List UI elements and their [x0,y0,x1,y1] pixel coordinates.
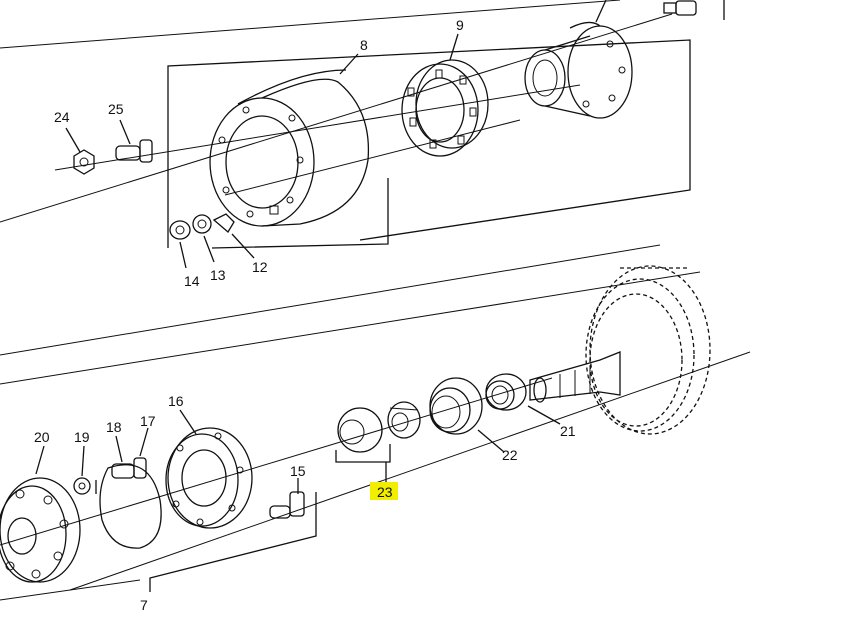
callout-9: 9 [456,17,464,33]
callout-24: 24 [54,109,70,125]
callout-17: 17 [140,413,156,429]
washer-19 [73,477,91,495]
callout-22: 22 [502,447,518,463]
lower-axis-lines [0,244,751,601]
callout-20: 20 [34,429,50,445]
callout-8: 8 [360,37,368,53]
callout-12: 12 [252,259,268,275]
washer-14 [169,220,191,240]
top-right-bolt [663,0,697,16]
callout-21: 21 [560,423,576,439]
wheel-hub [524,21,633,119]
nut-24 [73,149,95,175]
axle-spindle [529,265,711,435]
group-23-bracket [335,444,391,463]
callout-13: 13 [210,267,226,283]
brake-drum [209,69,370,227]
clip-12 [212,213,235,233]
lower-leader-lines [35,405,561,494]
upper-leader-lines [65,0,607,269]
callout-14: 14 [184,273,200,289]
small-parts-bracket [211,178,389,249]
stud-25 [115,139,153,163]
callout-16: 16 [168,393,184,409]
upper-group-bracket [167,39,691,241]
bearing-cone-23 [337,401,421,453]
washer-13 [192,214,212,234]
bracket-7 [149,492,317,592]
callout-23-highlight [370,482,398,500]
gasket-ring [99,457,162,549]
callout-25: 25 [108,101,124,117]
callout-7: 7 [140,597,148,613]
callout-15: 15 [290,463,306,479]
callout-18: 18 [106,419,122,435]
plate-16 [165,427,253,529]
bolt-15 [269,491,305,519]
callout-19: 19 [74,429,90,445]
callout-23: 23 [377,484,393,500]
upper-axis-lines [0,0,673,223]
seal-21 [485,373,527,411]
bearing-9 [401,59,489,157]
flange-20 [0,477,81,583]
bearing-cup-22 [429,377,483,435]
